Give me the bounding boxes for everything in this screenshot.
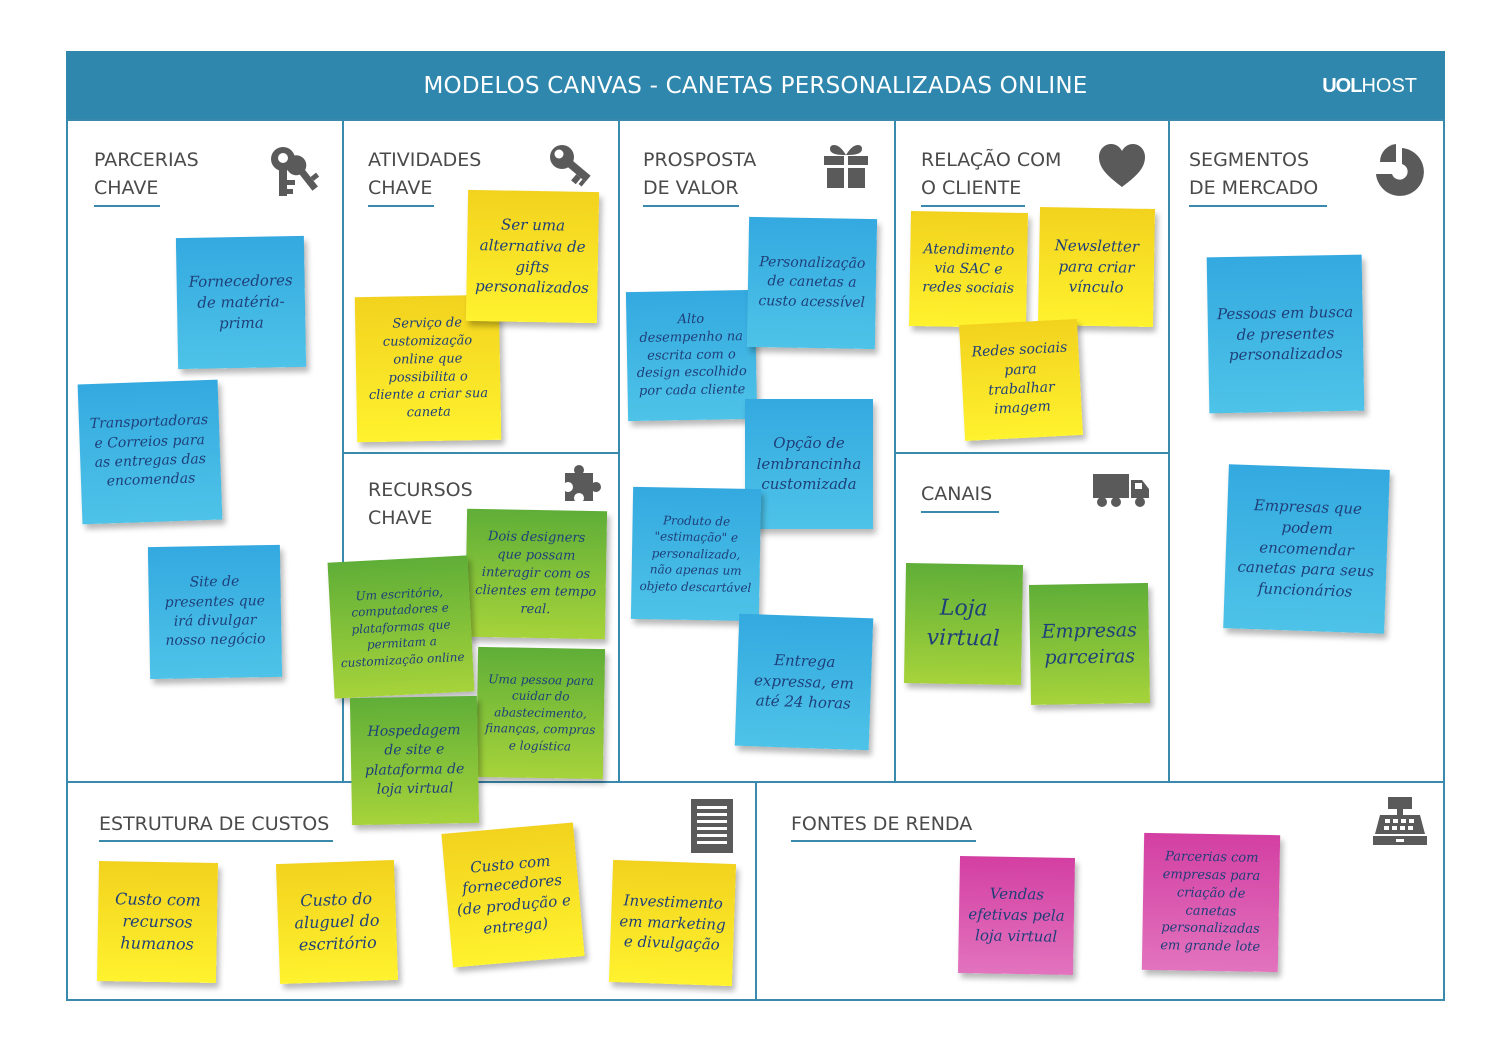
sticky-note: Pessoas em busca de presentes personaliz… xyxy=(1206,254,1365,414)
sticky-note: Hospedagem de site e plataforma de loja … xyxy=(349,695,480,826)
sticky-note: Personalização de canetas a custo acessí… xyxy=(746,216,878,350)
sticky-note: Site de presentes que irá divulgar nosso… xyxy=(147,544,283,680)
cell-fontes-renda xyxy=(755,781,1445,1001)
sticky-note: Custo do aluguel do escritório xyxy=(275,859,399,985)
sticky-note: Um escritório, computadores e plataforma… xyxy=(327,555,475,699)
truck-icon xyxy=(1093,474,1149,507)
canvas-title: MODELOS CANVAS - CANETAS PERSONALIZADAS … xyxy=(423,73,1088,99)
label-underline xyxy=(1189,205,1327,207)
label-underline xyxy=(94,205,160,207)
label-canais: CANAIS xyxy=(921,483,993,505)
sticky-note: Entrega expressa, em até 24 horas xyxy=(734,613,874,751)
sticky-note: Parcerias com empresas para criação de c… xyxy=(1141,832,1281,973)
sticky-note: Custo com recursos humanos xyxy=(96,860,219,984)
sticky-note: Atendimento via SAC e redes sociais xyxy=(909,210,1028,329)
label-estrutura-custos: ESTRUTURA DE CUSTOS xyxy=(99,813,330,835)
sticky-note: Newsletter para criar vínculo xyxy=(1037,207,1156,327)
gift-icon xyxy=(824,145,868,188)
label-fontes-renda: FONTES DE RENDA xyxy=(791,813,973,835)
sticky-note: Custo com fornecedores (de produção e en… xyxy=(441,822,585,968)
label-underline xyxy=(791,840,976,842)
label-underline xyxy=(368,205,434,207)
document-icon xyxy=(691,799,733,853)
sticky-note: Opção de lembrancinha customizada xyxy=(745,399,873,529)
sticky-note: Dois designers que possam interagir com … xyxy=(464,508,608,640)
key-icon xyxy=(550,145,591,187)
canvas-header: MODELOS CANVAS - CANETAS PERSONALIZADAS … xyxy=(66,51,1445,121)
cash-register-icon xyxy=(1373,797,1427,845)
label-underline xyxy=(99,840,333,842)
puzzle-icon xyxy=(565,465,601,501)
sticky-note: Vendas efetivas pela loja virtual xyxy=(957,856,1076,975)
sticky-note: Ser uma alternativa de gifts personaliza… xyxy=(465,189,600,324)
label-underline xyxy=(643,205,739,207)
label-underline xyxy=(921,205,1025,207)
sticky-note: Produto de "estimação" e personalizado, … xyxy=(630,486,762,622)
pie-chart-icon xyxy=(1376,144,1424,196)
sticky-note: Transportadoras e Correios para as entre… xyxy=(77,379,223,525)
heart-icon xyxy=(1099,144,1145,187)
sticky-note: Investimento em marketing e divulgação xyxy=(608,859,737,987)
sticky-note: Redes sociais para trabalhar imagem xyxy=(959,318,1083,442)
sticky-note: Empresas parceiras xyxy=(1028,582,1151,706)
sticky-note: Loja virtual xyxy=(903,562,1024,686)
sticky-note: Alto desempenho na escrita com o design … xyxy=(625,289,758,422)
cell-segmentos-mercado xyxy=(1168,119,1445,783)
keys-icon xyxy=(271,147,320,196)
sticky-note: Uma pessoa para cuidar do abastecimento,… xyxy=(475,646,606,780)
label-underline xyxy=(921,511,999,513)
uolhost-logo: UOLHOST xyxy=(1322,75,1417,97)
sticky-note: Fornecedores de matéria-prima xyxy=(175,235,307,370)
sticky-note: Empresas que podem encomendar canetas pa… xyxy=(1223,464,1390,634)
